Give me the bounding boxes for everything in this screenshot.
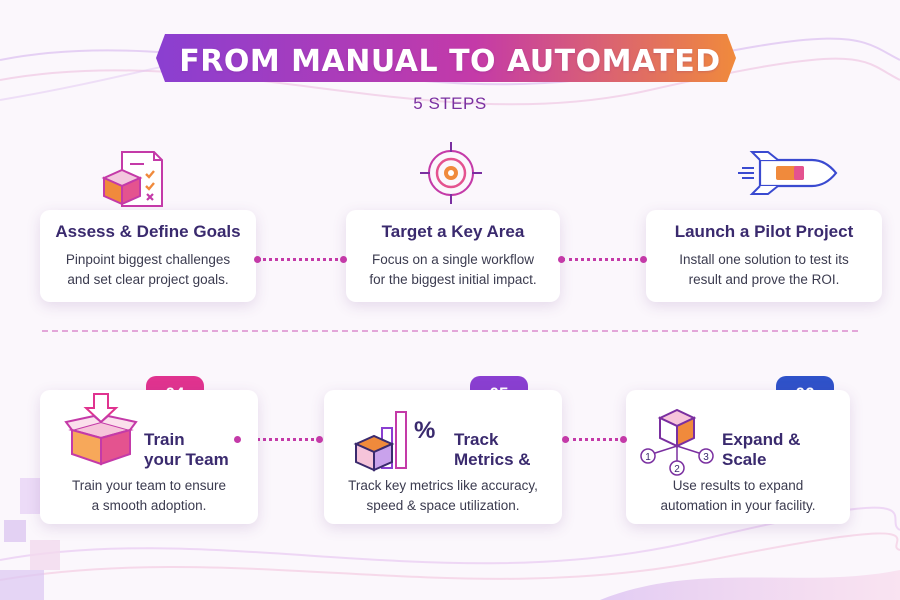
connector-dot bbox=[234, 436, 241, 443]
step-card-expand: Expand & Scale Use results to expand aut… bbox=[626, 390, 850, 524]
step-title: Track Metrics & bbox=[454, 430, 531, 469]
node-label: 2 bbox=[674, 464, 680, 475]
connector-2-3 bbox=[562, 258, 644, 261]
step-title: Expand & Scale bbox=[722, 430, 801, 469]
step-title: Assess & Define Goals bbox=[55, 222, 241, 241]
step-card-launch: Launch a Pilot Project Install one solut… bbox=[646, 210, 882, 302]
step-description: Install one solution to test its result … bbox=[679, 252, 849, 287]
row-divider bbox=[42, 330, 858, 332]
connector-4-5 bbox=[238, 438, 320, 441]
connector-dot bbox=[562, 436, 569, 443]
step-description: Pinpoint biggest challenges and set clea… bbox=[65, 252, 231, 287]
connector-dot bbox=[340, 256, 347, 263]
metrics-chart-icon: % bbox=[353, 411, 435, 472]
connector-dot bbox=[316, 436, 323, 443]
step-title: Train your Team bbox=[144, 430, 229, 469]
step-description: Focus on a single workflow for the bigge… bbox=[369, 252, 537, 287]
step-description: Use results to expand automation in your… bbox=[660, 478, 816, 513]
page-subtitle: 5 STEPS bbox=[413, 94, 487, 113]
target-icon bbox=[420, 142, 482, 204]
connector-dot bbox=[640, 256, 647, 263]
step-description: Train your team to ensure a smooth adopt… bbox=[71, 478, 227, 513]
connector-dot bbox=[254, 256, 261, 263]
connector-dot bbox=[558, 256, 565, 263]
connector-dot bbox=[620, 436, 627, 443]
step-card-target: Target a Key Area Focus on a single work… bbox=[346, 210, 560, 302]
open-box-icon bbox=[64, 393, 138, 466]
step-title: Target a Key Area bbox=[381, 222, 525, 241]
checklist-box-icon bbox=[101, 151, 163, 207]
step-description: Track key metrics like accuracy, speed &… bbox=[348, 478, 538, 513]
step-card-train: Train your Team Train your team to ensur… bbox=[40, 390, 258, 524]
page-title: FROM MANUAL TO AUTOMATED bbox=[179, 44, 721, 79]
node-label: 3 bbox=[703, 452, 709, 463]
percent-symbol: % bbox=[414, 417, 435, 444]
rocket-icon bbox=[738, 151, 838, 195]
step-card-assess: Assess & Define Goals Pinpoint biggest c… bbox=[40, 210, 256, 302]
connector-5-6 bbox=[566, 438, 624, 441]
network-cube-icon: 1 2 3 bbox=[640, 408, 714, 476]
node-label: 1 bbox=[645, 452, 651, 463]
step-title: Launch a Pilot Project bbox=[674, 222, 854, 241]
connector-1-2 bbox=[258, 258, 344, 261]
